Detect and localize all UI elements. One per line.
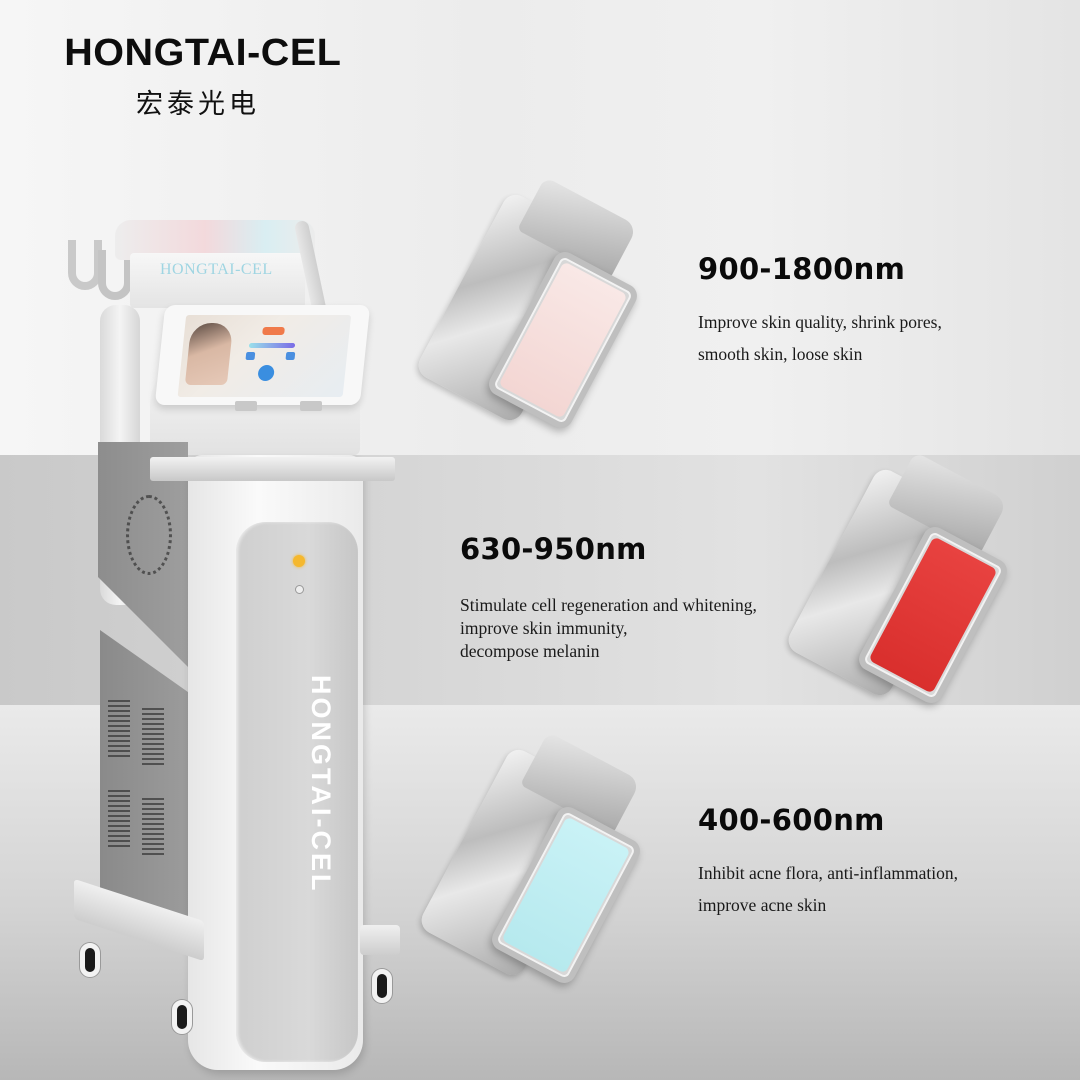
brand-logo: HONGTAI-CEL 宏泰光电 [52, 34, 342, 121]
brand-name-en: HONGTAI-CEL [64, 32, 342, 74]
screen-hinge [235, 401, 257, 411]
power-button-icon [295, 585, 304, 594]
side-vent-panel-lower [100, 630, 192, 925]
screen-minus-button-icon [245, 352, 256, 360]
handpiece-hook-icon [98, 250, 132, 300]
screen-plus-button-icon [285, 352, 296, 360]
wavelength-heading: 630-950nm [460, 532, 647, 566]
vent-grille-icon [142, 798, 164, 858]
fan-logo-icon [126, 495, 172, 575]
feature-block-900-1800nm: 900-1800nm Improve skin quality, shrink … [698, 255, 942, 370]
feature-block-400-600nm: 400-600nm Inhibit acne flora, anti-infla… [698, 806, 958, 921]
vent-grille-icon [142, 708, 164, 768]
machine-front-panel [236, 522, 358, 1062]
handpiece-400-600nm [416, 731, 648, 988]
handpiece-630-950nm [783, 451, 1015, 708]
wavelength-heading: 400-600nm [698, 803, 885, 837]
feature-description: Stimulate cell regeneration and whitenin… [460, 594, 757, 663]
description-line: Inhibit acne flora, anti-inflammation, [698, 863, 958, 883]
feature-description: Improve skin quality, shrink pores, smoo… [698, 306, 942, 370]
machine-shelf [150, 457, 395, 481]
description-line: improve acne skin [698, 895, 827, 915]
screen-power-icon [257, 365, 275, 381]
handpiece-900-1800nm [413, 176, 645, 433]
description-line: Improve skin quality, shrink pores, [698, 312, 942, 332]
handpiece-hook-icon [68, 240, 102, 290]
feature-block-630-950nm: 630-950nm Stimulate cell regeneration an… [460, 535, 757, 663]
caster-wheel-icon [372, 969, 392, 1003]
caster-wheel-icon [172, 1000, 192, 1034]
model-image [184, 323, 234, 385]
beauty-machine-illustration: HONGTAI-CEL HONGTAI-CEL [60, 205, 405, 1075]
description-line: Stimulate cell regeneration and whitenin… [460, 595, 757, 615]
description-line: decompose melanin [460, 641, 600, 661]
screen-slider [248, 343, 296, 348]
vent-grille-icon [108, 790, 130, 850]
description-line: improve skin immunity, [460, 618, 628, 638]
feature-description: Inhibit acne flora, anti-inflammation, i… [698, 857, 958, 921]
vent-grille-icon [108, 700, 130, 760]
machine-head-label: HONGTAI-CEL [160, 261, 273, 278]
wavelength-heading: 900-1800nm [698, 252, 906, 286]
caster-wheel-icon [80, 943, 100, 977]
touch-screen-display [177, 315, 352, 397]
brand-name-cn: 宏泰光电 [136, 89, 260, 120]
machine-head: HONGTAI-CEL [130, 253, 305, 308]
machine-body-label: HONGTAI-CEL [306, 675, 336, 894]
touch-screen [154, 305, 371, 405]
indicator-led-icon [293, 555, 305, 567]
machine-base [360, 925, 400, 955]
description-line: smooth skin, loose skin [698, 344, 863, 364]
screen-hinge [300, 401, 322, 411]
screen-tag [262, 327, 285, 335]
